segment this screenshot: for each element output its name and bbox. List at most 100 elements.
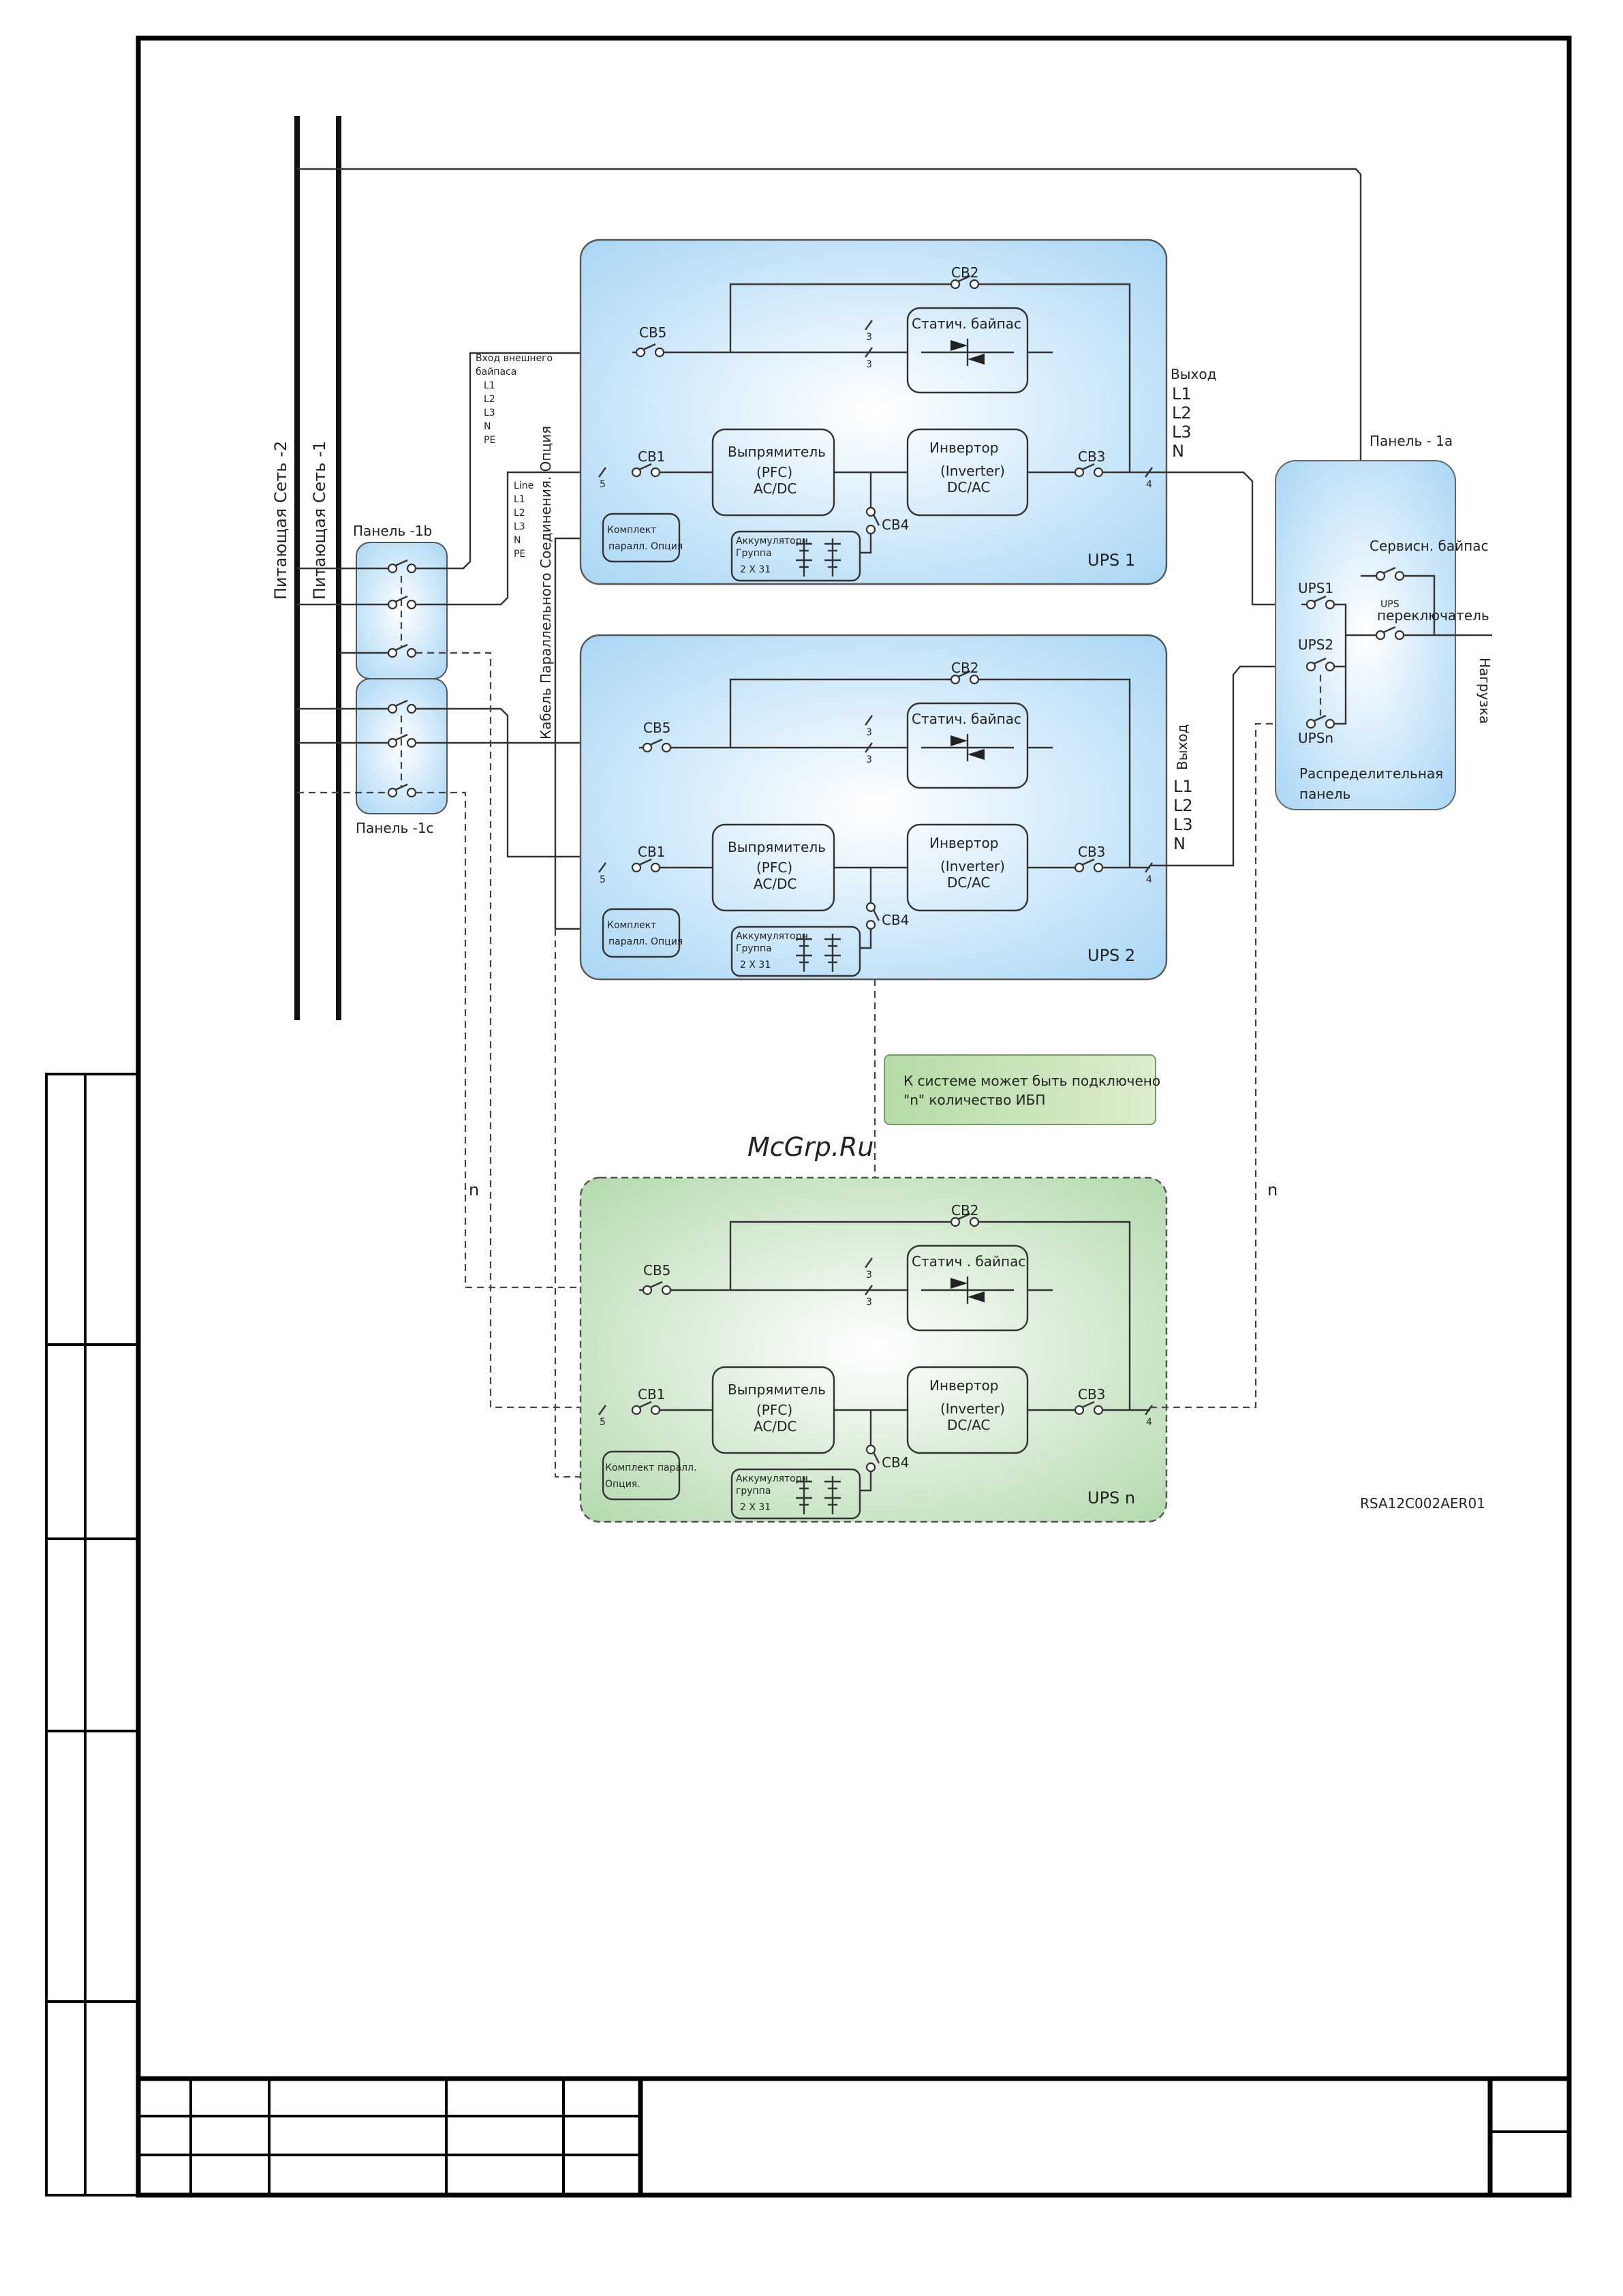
cb5-switch — [642, 738, 672, 753]
battery-label-0: Аккумуляторн. — [736, 536, 811, 547]
feed2-label: Питающая Сеть -2 — [271, 441, 290, 600]
ext-bypass-line-0: Вход внешнего — [476, 353, 553, 364]
cb5-label: CB5 — [643, 1262, 670, 1279]
panel-1c-label: Панель -1c — [356, 820, 434, 836]
cb4-label: CB4 — [882, 1454, 909, 1471]
ups-switch-label-1: переключатель — [1377, 607, 1489, 624]
ups1-output-2: L2 — [1172, 403, 1192, 423]
ups-name-label: UPS 1 — [1087, 551, 1135, 570]
ups-switch-label-0: UPS — [1380, 599, 1400, 610]
inverter-sub: (Inverter) — [940, 463, 1005, 479]
cb1-switch — [631, 1400, 661, 1415]
wire-count-output: 4 — [1146, 1417, 1152, 1428]
cb1-switch — [631, 858, 661, 873]
battery-label-0: Аккумуляторн. — [736, 931, 811, 942]
inverter-block: Инвертор (Inverter)DC/AC — [906, 1366, 1029, 1454]
inverter-sub: (Inverter) — [940, 1400, 1005, 1417]
line-input-2: L2 — [514, 508, 525, 519]
ups-name-label: UPS n — [1087, 1488, 1135, 1507]
static-bypass-block: Статич. байпас — [906, 307, 1029, 394]
wire-count-bypass: 3 — [866, 1297, 872, 1308]
parallel-kit-block: Комплект паралл.Опция. — [602, 1450, 696, 1501]
note-line-1: "n" количество ИБП — [903, 1092, 1045, 1108]
cb3-label: CB3 — [1078, 448, 1105, 465]
ext-bypass-line-6: PE — [484, 435, 495, 446]
wire-count-output: 4 — [1146, 874, 1152, 885]
battery-label-2: 2 X 31 — [740, 1502, 771, 1513]
ups1-output-labels: Выход L1 L2 L3 N — [1171, 366, 1216, 461]
note-line-0: К системе может быть подключено — [903, 1073, 1160, 1089]
cb1-label: CB1 — [638, 844, 665, 860]
panel-1a-label: Панель - 1a — [1370, 433, 1453, 449]
panel-1b: Панель -1b — [353, 523, 448, 679]
cb1-label: CB1 — [638, 448, 665, 465]
line-input-1: L1 — [514, 494, 525, 505]
cb4-switch — [865, 1444, 880, 1473]
cb3-label: CB3 — [1078, 1386, 1105, 1403]
note-box: К системе может быть подключено "n" коли… — [884, 1054, 1160, 1125]
wire-count-cb2: 3 — [866, 1270, 872, 1281]
ups-name-label: UPS 2 — [1087, 946, 1135, 965]
cb2-label: CB2 — [951, 264, 978, 281]
feed1-label: Питающая Сеть -1 — [310, 441, 329, 600]
ups2-output-labels: Выход L1 L2 L3 N — [1173, 724, 1193, 853]
cb4-switch — [865, 506, 880, 535]
ext-bypass-line-5: N — [484, 421, 491, 432]
line-input-4: N — [514, 535, 521, 546]
rectifier-block: Выпрямитель (PFC)AC/DC — [711, 823, 835, 912]
ext-bypass-line-3: L2 — [484, 394, 495, 405]
rectifier-sub: (PFC) — [756, 859, 792, 876]
watermark: McGrp.Ru — [747, 1132, 874, 1162]
inverter-type: DC/AC — [947, 1417, 990, 1433]
rectifier-type: AC/DC — [754, 876, 797, 892]
ups2-output-0: Выход — [1174, 724, 1190, 770]
ext-bypass-line-1: байпаса — [476, 367, 516, 378]
line-input-3: L3 — [514, 521, 525, 532]
cb5-switch — [642, 1281, 672, 1296]
cb4-label: CB4 — [882, 517, 909, 533]
cb3-switch — [1074, 858, 1104, 873]
rectifier-block: Выпрямитель(PFC)AC/DC — [711, 1366, 835, 1454]
rectifier-sub: (PFC) — [756, 464, 792, 480]
battery-label-2: 2 X 31 — [740, 564, 771, 575]
service-bypass-label: Сервисн. байпас — [1370, 538, 1488, 554]
parallel-kit-label-0: Комплект — [607, 920, 656, 931]
upsn-label: UPSn — [1298, 730, 1333, 746]
load-label: Нагрузка — [1477, 658, 1493, 724]
panel-name-1: панель — [1299, 786, 1350, 802]
parallel-kit-label-0: Комплект — [607, 525, 656, 536]
ups2-output-2: L2 — [1173, 796, 1193, 815]
parallel-cable-label: Кабель Параллельного Соединения. Опция — [538, 426, 554, 739]
ups2-output-3: L3 — [1173, 815, 1193, 834]
wire-count-line: 5 — [600, 479, 606, 490]
battery-label-1: Группа — [736, 943, 772, 954]
line-input-0: Line — [514, 480, 534, 491]
cb3-label: CB3 — [1078, 844, 1105, 860]
static-bypass-label: Статич. байпас — [912, 711, 1021, 727]
rectifier-label: Выпрямитель — [728, 839, 826, 855]
ups1-output-4: N — [1172, 442, 1184, 461]
wire-count-cb2: 3 — [866, 727, 872, 738]
wire-count-cb2: 3 — [866, 332, 872, 343]
inverter-type: DC/AC — [947, 479, 990, 495]
inverter-label: Инвертор — [929, 1377, 998, 1394]
panel-1c: Панель -1c — [356, 678, 448, 836]
cb2-label: CB2 — [951, 1202, 978, 1219]
line-input-labels: Line L1 L2 L3 N PE — [514, 480, 534, 560]
inverter-label: Инвертор — [929, 835, 998, 851]
inverter-label: Инвертор — [929, 440, 998, 456]
parallel-kit-label-0: Комплект паралл. — [605, 1463, 696, 1473]
cb3-switch — [1074, 1400, 1104, 1415]
cb5-label: CB5 — [643, 720, 670, 736]
ext-bypass-input-labels: Вход внешнего байпаса L1 L2 L3 N PE — [476, 353, 553, 446]
rectifier-block: Выпрямитель(PFC)AC/DC — [711, 428, 835, 517]
ups1-label: UPS1 — [1298, 580, 1333, 596]
cb1-label: CB1 — [638, 1386, 665, 1403]
ups2-label: UPS2 — [1298, 637, 1333, 653]
battery-label-0: Аккумуляторн. — [736, 1473, 811, 1484]
ext-bypass-line-2: L1 — [484, 380, 495, 391]
